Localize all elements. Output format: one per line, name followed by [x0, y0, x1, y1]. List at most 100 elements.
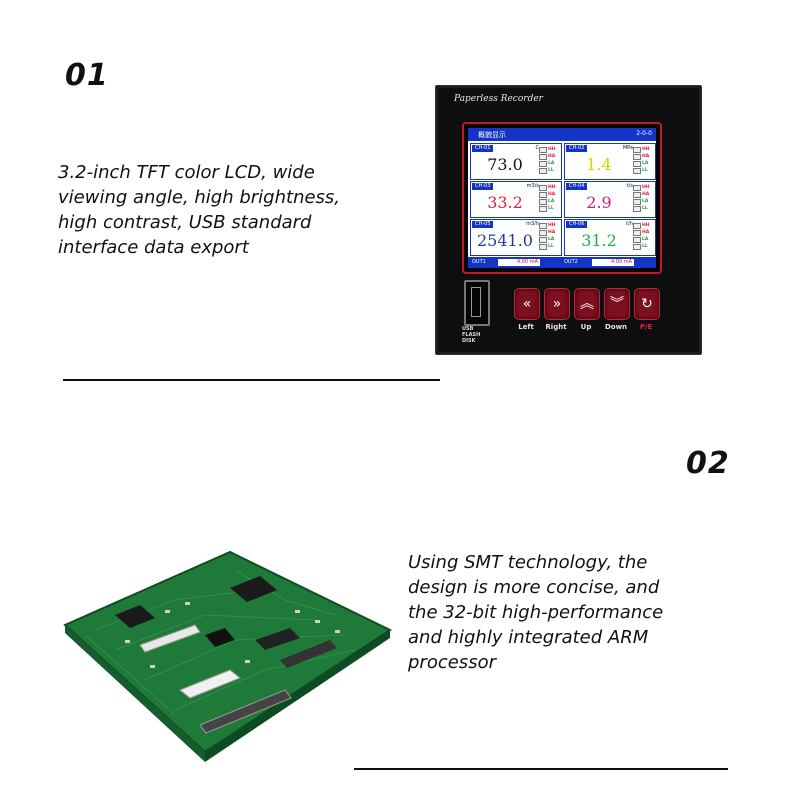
channel-value: 1.4 — [586, 155, 612, 174]
left-key[interactable]: « — [514, 288, 540, 320]
desc-line: design is more concise, and — [408, 577, 660, 598]
pcb-board-image — [63, 550, 393, 762]
key-label: Left — [518, 323, 534, 331]
screen-footer: OUT1 4.00 mA OUT2 4.00 mA — [468, 257, 656, 268]
channel-unit: MPa — [622, 145, 633, 151]
channel-id: CH-03 — [472, 183, 494, 190]
alarm-indicator: LA — [539, 236, 559, 243]
alarm-indicator: HH — [633, 184, 653, 191]
alarm-indicator: HA — [633, 153, 653, 160]
channel-unit: t/s — [626, 183, 633, 189]
output-label: OUT2 — [564, 259, 578, 265]
section-number-02: 02 — [686, 446, 730, 481]
screen-title: 概貌显示 — [478, 131, 506, 139]
alarm-label: HA — [642, 192, 650, 197]
alarm-label: HH — [548, 223, 556, 228]
usb-label-line: FLASH — [462, 332, 481, 338]
channel-id: CH-04 — [566, 183, 588, 190]
key-label: Up — [580, 323, 592, 331]
alarm-indicator: LL — [539, 205, 559, 212]
channel-value: 2541.0 — [477, 231, 533, 250]
alarm-indicator: HA — [539, 191, 559, 198]
usb-port[interactable] — [464, 280, 490, 326]
double-down-icon: ︾ — [610, 296, 624, 312]
alarm-indicator: HA — [633, 191, 653, 198]
key-label: P/E — [639, 323, 653, 331]
alarm-indicator: LA — [633, 160, 653, 167]
divider-line-1 — [63, 379, 440, 381]
screen-header: 概貌显示 2-0-0 — [468, 128, 656, 141]
alarm-label: HH — [548, 185, 556, 190]
channel-unit: t/h — [626, 221, 633, 227]
output-label: OUT1 — [472, 259, 486, 265]
alarm-label: HH — [642, 147, 650, 152]
alarm-indicator: LA — [539, 160, 559, 167]
alarm-label: LA — [548, 161, 555, 166]
channel-value: 2.9 — [586, 193, 612, 212]
channel-value: 31.2 — [581, 231, 617, 250]
key-label: Right — [545, 323, 567, 331]
alarm-label: HH — [548, 147, 556, 152]
section-number-01: 01 — [65, 58, 109, 93]
up-key[interactable]: ︽ — [574, 288, 600, 320]
alarm-indicator: HA — [539, 153, 559, 160]
device-title: Paperless Recorder — [454, 94, 543, 104]
output-value: 4.00 mA — [592, 259, 634, 266]
alarm-label: LA — [642, 161, 649, 166]
usb-label-line: DISK — [462, 338, 476, 344]
desc-line: high contrast, USB standard — [58, 212, 312, 233]
key-label: Down — [604, 323, 628, 331]
alarm-label: LL — [642, 206, 648, 211]
channel-unit: m3/h — [526, 221, 539, 227]
section-1-description: 3.2-inch TFT color LCD, wide viewing ang… — [58, 160, 398, 260]
pe-key[interactable]: ↻ — [634, 288, 660, 320]
alarm-label: HH — [642, 185, 650, 190]
section-2-description: Using SMT technology, the design is more… — [408, 550, 738, 675]
alarm-label: HA — [548, 192, 556, 197]
desc-line: viewing angle, high brightness, — [58, 187, 341, 208]
alarm-indicator: LA — [539, 198, 559, 205]
right-key[interactable]: » — [544, 288, 570, 320]
alarm-label: HH — [642, 223, 650, 228]
divider-line-2 — [354, 768, 728, 770]
desc-line: and highly integrated ARM — [408, 627, 649, 648]
alarm-label: LL — [548, 244, 554, 249]
alarm-label: LL — [548, 168, 554, 173]
desc-line: Using SMT technology, the — [408, 552, 648, 573]
usb-label: USB FLASH DISK — [462, 326, 480, 344]
alarm-indicator: LL — [633, 205, 653, 212]
alarm-indicator: HH — [633, 222, 653, 229]
double-up-icon: ︽ — [580, 296, 594, 312]
alarm-indicator: HH — [539, 146, 559, 153]
alarm-label: LA — [548, 237, 555, 242]
alarm-label: LL — [642, 168, 648, 173]
alarm-label: LA — [548, 199, 555, 204]
channel-unit: C — [535, 145, 540, 151]
alarm-label: HA — [642, 230, 650, 235]
alarm-label: LL — [642, 244, 648, 249]
channel-id: CH-05 — [472, 221, 494, 228]
alarm-indicator: LA — [633, 236, 653, 243]
desc-line: interface data export — [58, 237, 249, 258]
channel-id: CH-02 — [566, 145, 588, 152]
alarm-label: HA — [642, 154, 650, 159]
down-key[interactable]: ︾ — [604, 288, 630, 320]
alarm-indicator: LL — [633, 243, 653, 250]
alarm-indicator: LL — [633, 167, 653, 174]
desc-line: processor — [408, 652, 496, 673]
channel-id: CH-06 — [566, 221, 588, 228]
alarm-indicator: HA — [539, 229, 559, 236]
usb-label-line: USB — [462, 326, 474, 332]
screen-date: 2-0-0 — [636, 130, 652, 137]
alarm-indicator: LA — [633, 198, 653, 205]
return-icon: ↻ — [641, 296, 653, 312]
channel-id: CH-01 — [472, 145, 494, 152]
